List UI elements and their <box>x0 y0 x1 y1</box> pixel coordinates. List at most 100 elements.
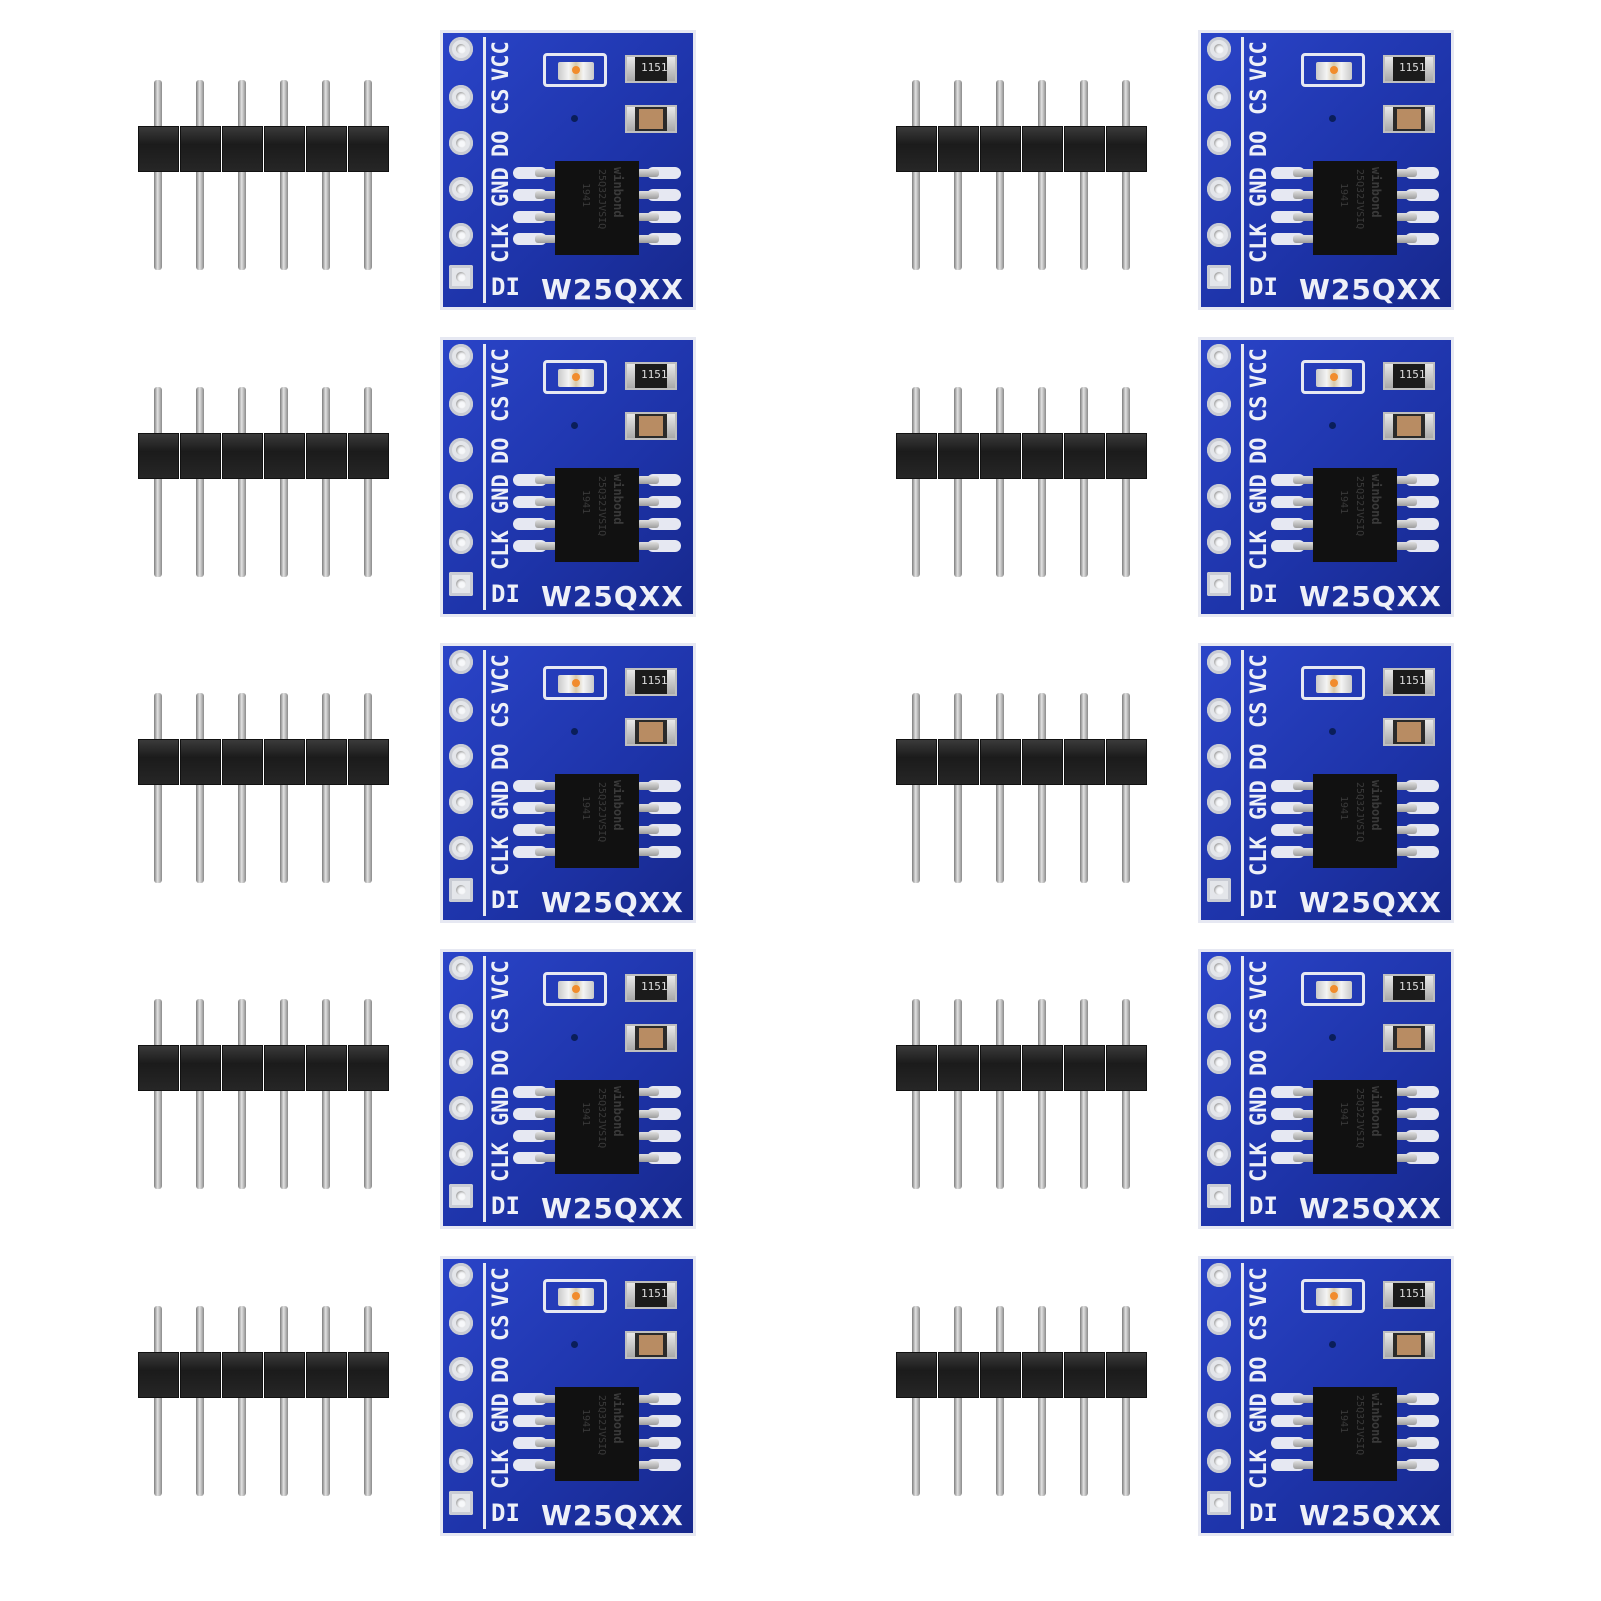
header-pin <box>996 387 1004 435</box>
pin-label: VCC <box>489 41 514 81</box>
header-pin <box>1038 170 1046 270</box>
header-pin <box>364 170 372 270</box>
chip-brand: winbond <box>611 1393 625 1444</box>
chip-lead <box>1395 498 1417 506</box>
pin-pad <box>1207 392 1231 416</box>
smd-resistor: 1151 <box>1383 55 1435 83</box>
header-pin <box>1038 80 1046 128</box>
chip-lead <box>637 169 659 177</box>
header-pin <box>912 170 920 270</box>
via <box>1329 115 1336 122</box>
resistor-terminal <box>1425 976 1433 1000</box>
chip-brand: winbond <box>611 167 625 218</box>
capacitor-body <box>639 722 663 742</box>
header-pin <box>1080 999 1088 1047</box>
header-pin <box>196 999 204 1047</box>
chip-lead <box>1395 520 1417 528</box>
led-outline <box>543 53 607 87</box>
header-housing <box>1022 433 1063 479</box>
header-pin <box>954 1089 962 1189</box>
chip-lead <box>1293 1439 1315 1447</box>
header-pin <box>196 80 204 128</box>
led-outline <box>1301 666 1365 700</box>
header-pin <box>996 1089 1004 1189</box>
header-housing <box>348 126 389 172</box>
pin-pad <box>1207 1403 1231 1427</box>
pin-header <box>896 80 1160 270</box>
header-pin <box>154 999 162 1047</box>
header-housing <box>222 739 263 785</box>
pin-pad <box>449 265 473 289</box>
model-label: W25QXX <box>541 1192 684 1225</box>
capacitor-terminal <box>667 1026 675 1050</box>
header-housing <box>138 433 179 479</box>
status-led <box>1316 62 1352 80</box>
pin-pad <box>1207 530 1231 554</box>
pin-pad <box>449 1096 473 1120</box>
header-pin <box>280 1306 288 1354</box>
pin-pad <box>449 572 473 596</box>
capacitor-body <box>639 1335 663 1355</box>
led-die <box>572 985 580 993</box>
pin-label: DI <box>491 273 520 301</box>
header-housing <box>1106 433 1147 479</box>
header-pin <box>912 693 920 741</box>
header-pin <box>912 999 920 1047</box>
chip-lead <box>637 520 659 528</box>
pin-pad <box>1207 1142 1231 1166</box>
header-housing <box>180 1045 221 1091</box>
header-pin <box>1038 1396 1046 1496</box>
pin-label: CLK <box>489 1142 514 1182</box>
chip-part-number: 25Q32JVSIQ <box>1354 169 1365 230</box>
chip-brand: winbond <box>1369 1086 1383 1137</box>
pin-pad <box>1207 698 1231 722</box>
pin-label: CLK <box>1247 1449 1272 1489</box>
header-pin <box>196 1396 204 1496</box>
header-housing <box>306 1352 347 1398</box>
status-led <box>1316 369 1352 387</box>
chip-lead <box>1293 1110 1315 1118</box>
header-housing <box>938 1352 979 1398</box>
header-pin <box>996 783 1004 883</box>
capacitor-terminal <box>1425 1026 1433 1050</box>
led-die <box>572 373 580 381</box>
pin-label: VCC <box>1247 654 1272 694</box>
pin-label: CS <box>489 1007 514 1035</box>
pin-pad <box>449 1311 473 1335</box>
header-pin <box>154 80 162 128</box>
pin-pad <box>449 37 473 61</box>
pin-label: CLK <box>489 223 514 263</box>
via <box>571 1341 578 1348</box>
pin-label: CS <box>489 701 514 729</box>
header-pin <box>238 80 246 128</box>
header-pin <box>322 1089 330 1189</box>
chip-lead <box>535 191 557 199</box>
chip-lead <box>637 804 659 812</box>
header-pin <box>196 477 204 577</box>
silkscreen-line <box>483 650 486 916</box>
chip-part-number: 25Q32JVSIQ <box>596 782 607 843</box>
chip-lead <box>1395 542 1417 550</box>
pin-pad <box>449 85 473 109</box>
pin-label: CS <box>1247 701 1272 729</box>
header-pin <box>238 693 246 741</box>
chip-lead <box>535 498 557 506</box>
smd-capacitor <box>1383 105 1435 133</box>
header-housing <box>1064 1045 1105 1091</box>
pin-label: GND <box>489 474 514 514</box>
header-housing <box>1064 126 1105 172</box>
pin-pad <box>449 1357 473 1381</box>
pin-pad <box>1207 1050 1231 1074</box>
header-housing <box>1106 1352 1147 1398</box>
header-housing <box>138 1045 179 1091</box>
header-pin <box>1038 999 1046 1047</box>
pin-label: CLK <box>489 1449 514 1489</box>
pin-label: GND <box>489 1393 514 1433</box>
smd-resistor: 1151 <box>625 362 677 390</box>
pin-label: CLK <box>489 836 514 876</box>
pin-pad <box>1207 131 1231 155</box>
header-pin <box>996 1396 1004 1496</box>
